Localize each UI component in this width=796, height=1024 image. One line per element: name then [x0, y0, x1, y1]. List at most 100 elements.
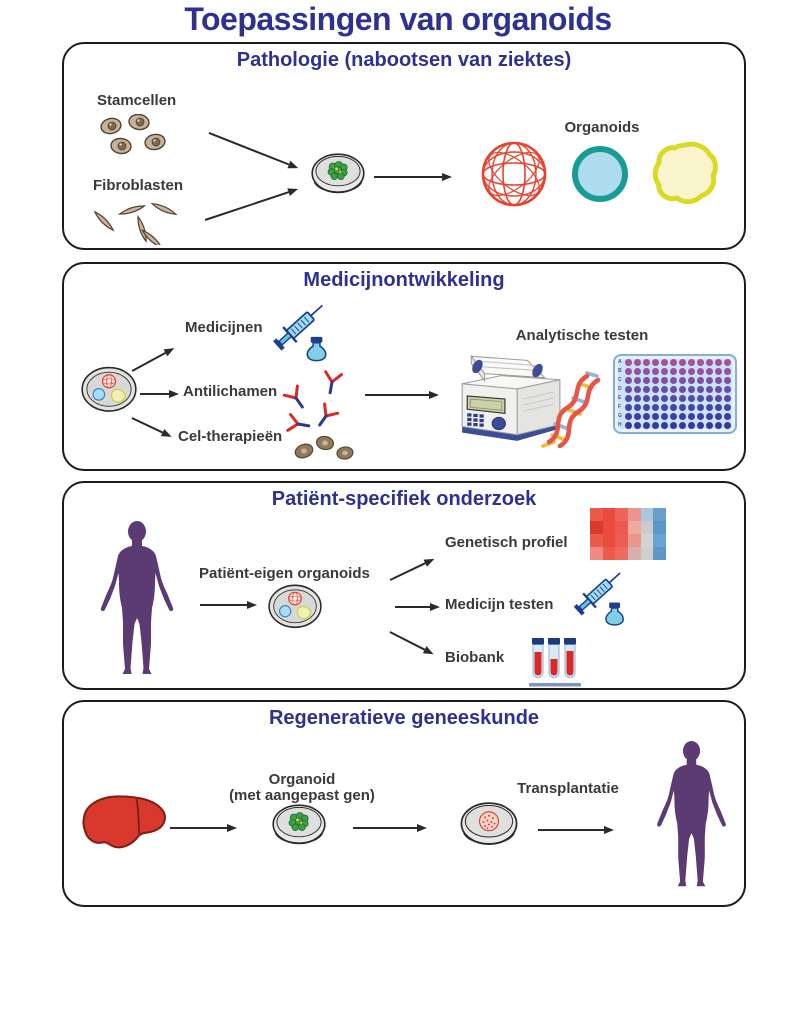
well: [661, 422, 668, 429]
heatmap-cell: [590, 534, 603, 547]
heatmap-cell: [640, 508, 654, 521]
well: [679, 386, 686, 393]
well: [706, 359, 714, 366]
well: [670, 368, 677, 375]
well: [679, 404, 686, 411]
liver-icon: [82, 795, 166, 849]
antilichamen-label: Antilichamen: [183, 383, 278, 400]
well: [634, 377, 641, 384]
well: [625, 404, 632, 411]
wellplate-row: C: [618, 377, 732, 384]
well: [643, 404, 650, 411]
heatmap-cell: [615, 534, 628, 547]
well: [679, 377, 686, 384]
well: [697, 413, 704, 420]
heatmap-cell: [602, 547, 616, 560]
well: [679, 359, 686, 366]
heatmap-cell: [602, 534, 616, 547]
transplantatie-label: Transplantatie: [517, 780, 619, 797]
well: [724, 359, 732, 366]
well: [706, 377, 714, 384]
heatmap-cell: [653, 508, 666, 521]
well: [652, 377, 659, 384]
well: [715, 404, 723, 411]
heatmap-cell: [628, 547, 641, 560]
well: [724, 368, 732, 375]
well: [634, 359, 641, 366]
wellplate-row-letter: G: [618, 413, 622, 419]
well: [688, 368, 695, 375]
well: [706, 368, 714, 375]
well: [697, 395, 704, 402]
medicijn-testen-syringe-icon: [569, 568, 631, 628]
heatmap-icon: [590, 508, 666, 560]
medicijnen-label: Medicijnen: [185, 319, 263, 336]
well: [679, 413, 686, 420]
panel-patient-specifiek-header: Patiënt-specifiek onderzoek: [271, 488, 537, 510]
well: [670, 395, 677, 402]
well: [652, 359, 659, 366]
well: [688, 359, 695, 366]
wellplate-row-letter: F: [618, 404, 622, 410]
organoid-gen-label: Organoid (met aangepast gen): [222, 772, 382, 804]
well: [706, 404, 714, 411]
well: [634, 368, 641, 375]
well: [724, 413, 732, 420]
panel-patient-specifiek: Patiënt-specifiek onderzoek Patiënt-eige…: [62, 481, 746, 690]
well: [634, 395, 641, 402]
arrow-patient-to-dish: [200, 604, 247, 606]
genetisch-profiel-label: Genetisch profiel: [445, 534, 568, 551]
arrow-fibroblasten-to-dish: [204, 191, 289, 221]
transplant-dish-icon: [459, 800, 519, 852]
well: [661, 377, 668, 384]
well: [625, 386, 632, 393]
heatmap-cell: [640, 547, 654, 560]
wellplate-row-letter: A: [618, 359, 622, 365]
panel-regeneratief: Regeneratieve geneeskunde Organoid (met …: [62, 700, 746, 907]
well: [715, 413, 723, 420]
pcr-machine-icon: [461, 354, 561, 441]
well: [688, 377, 695, 384]
well: [670, 377, 677, 384]
panel-pathologie: Pathologie (nabootsen van ziektes) Stamc…: [62, 42, 746, 250]
well: [706, 413, 714, 420]
wellplate-row: B: [618, 368, 732, 375]
arrow-to-celtherapieen: [131, 417, 164, 434]
wellplate-row-letter: B: [618, 368, 622, 374]
well: [724, 404, 732, 411]
heatmap-cell: [615, 547, 628, 560]
biobank-label: Biobank: [445, 649, 505, 666]
well: [634, 386, 641, 393]
well: [661, 386, 668, 393]
arrow-to-genetisch-profiel: [389, 562, 426, 581]
well: [670, 386, 677, 393]
heatmap-cell: [615, 508, 628, 521]
syringe-vial-icon: [268, 300, 334, 364]
well: [715, 368, 723, 375]
well: [643, 377, 650, 384]
well: [688, 404, 695, 411]
well: [634, 413, 641, 420]
wellplate-row: D: [618, 386, 732, 393]
well: [625, 395, 632, 402]
wellplate-row: H: [618, 422, 732, 429]
well: [688, 422, 695, 429]
wellplate-row-letter: D: [618, 386, 622, 392]
heatmap-cell: [590, 508, 603, 521]
organoids-label: Organoids: [564, 119, 640, 136]
wellplate-row-letter: E: [618, 395, 622, 401]
well: [697, 404, 704, 411]
heatmap-cell: [615, 521, 628, 534]
well: [688, 386, 695, 393]
heatmap-cell: [602, 521, 616, 534]
panel-regeneratief-header: Regeneratieve geneeskunde: [268, 707, 540, 729]
well: [652, 368, 659, 375]
well: [697, 359, 704, 366]
well: [625, 413, 632, 420]
well: [634, 422, 641, 429]
arrow-organoid-to-transplant-dish: [353, 827, 417, 829]
well: [643, 368, 650, 375]
celtherapieen-label: Cel-therapieën: [178, 428, 283, 445]
